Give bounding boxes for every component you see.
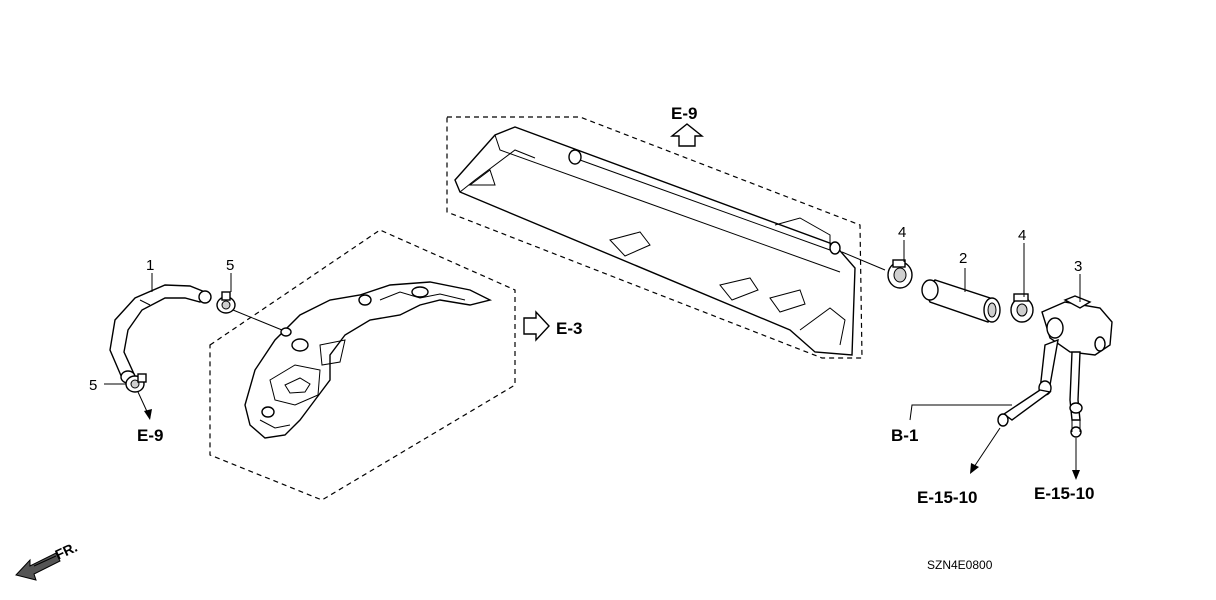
head-cover-part <box>454 126 856 356</box>
breather-hose-part <box>109 284 212 384</box>
outline-arrow-right-e3 <box>523 310 550 342</box>
clamp-right-part <box>1010 293 1034 323</box>
head-cover-dashed-boundary <box>446 116 863 359</box>
reference-e3: E-3 <box>556 319 582 338</box>
connecting-pipe-part <box>921 279 1001 323</box>
hose-clamp-upper-part <box>216 291 236 314</box>
leader-manifold-5 <box>232 309 283 331</box>
part-number-1: 1 <box>146 257 154 274</box>
part-number-4-right: 4 <box>1018 227 1026 244</box>
reference-b1: B-1 <box>891 426 918 445</box>
part-number-2: 2 <box>959 250 967 267</box>
part-number-5-upper: 5 <box>226 257 234 274</box>
arrowhead-e9-left <box>144 409 152 420</box>
front-direction-indicator: FR. <box>15 539 80 581</box>
part-number-5-lower: 5 <box>89 377 97 394</box>
clamp-left-part <box>887 259 913 289</box>
leader-b1 <box>909 404 1012 421</box>
front-label: FR. <box>53 539 80 563</box>
arrow-e15-10-left <box>971 427 1001 471</box>
reference-e9-left: E-9 <box>137 426 163 445</box>
reference-e9-top: E-9 <box>671 104 697 123</box>
diagram-code: SZN4E0800 <box>927 558 993 572</box>
reference-e15-10-right: E-15-10 <box>1034 484 1094 503</box>
pcv-joint-part <box>997 295 1113 438</box>
intake-manifold-part <box>244 281 493 439</box>
manifold-dashed-boundary <box>209 229 516 501</box>
reference-e15-10-left: E-15-10 <box>917 488 977 507</box>
leader-head-cover-4 <box>841 251 886 271</box>
arrowhead-e15-10-left <box>970 463 979 474</box>
part-number-4-left: 4 <box>898 224 906 241</box>
part-number-3: 3 <box>1074 258 1082 275</box>
outline-arrow-up-e9 <box>670 123 704 147</box>
arrowhead-e15-10-right <box>1072 470 1080 480</box>
